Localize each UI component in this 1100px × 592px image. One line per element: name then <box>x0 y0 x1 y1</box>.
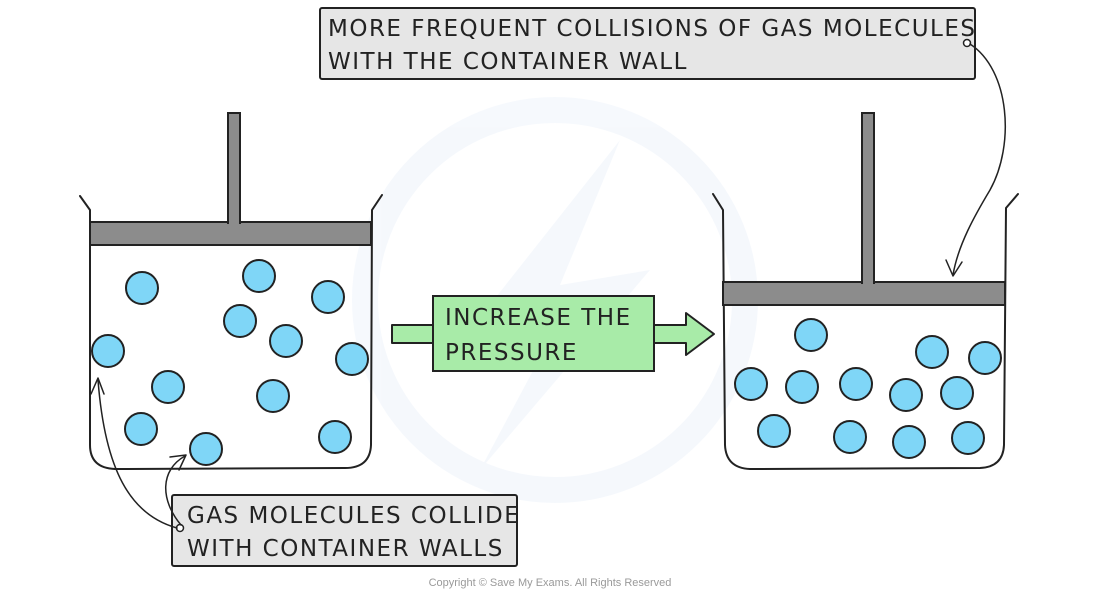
gas-molecule <box>892 425 926 459</box>
gas-molecule <box>785 370 819 404</box>
arrow-label-line1: INCREASE THE <box>445 305 632 331</box>
gas-molecule <box>242 259 276 293</box>
gas-molecule <box>335 342 369 376</box>
arrow-label-box <box>432 295 655 372</box>
gas-molecule <box>311 280 345 314</box>
gas-molecule <box>794 318 828 352</box>
gas-molecule <box>839 367 873 401</box>
right-piston <box>722 112 1006 306</box>
top-right-label-line2: WITH THE CONTAINER WALL <box>328 49 688 75</box>
right-container-outline <box>712 193 1019 470</box>
pointer-arrow <box>952 43 1006 276</box>
pointer-arrow <box>97 379 178 529</box>
left-piston <box>89 112 372 246</box>
pointer-arrow-head <box>90 377 105 395</box>
increase-pressure-arrow: INCREASE THE PRESSURE <box>391 295 715 372</box>
left-molecules <box>91 259 369 466</box>
gas-molecule <box>833 420 867 454</box>
gas-molecule <box>940 376 974 410</box>
top-right-label-box <box>319 7 976 80</box>
gas-molecule <box>124 412 158 446</box>
gas-molecule <box>223 304 257 338</box>
pointer-arrow <box>165 455 186 526</box>
gas-molecule <box>151 370 185 404</box>
arrow-label-line2: PRESSURE <box>445 340 578 366</box>
bottom-left-label: GAS MOLECULES COLLIDE WITH CONTAINER WAL… <box>90 377 520 567</box>
gas-molecule <box>91 334 125 368</box>
gas-molecule <box>125 271 159 305</box>
bottom-left-label-box <box>171 494 518 567</box>
pointer-dot <box>962 38 972 48</box>
gas-molecule <box>269 324 303 358</box>
arrow-head <box>653 312 715 356</box>
gas-molecule <box>968 341 1002 375</box>
right-container <box>712 112 1019 470</box>
gas-molecule <box>256 379 290 413</box>
top-right-label-line1: MORE FREQUENT COLLISIONS OF GAS MOLECULE… <box>328 16 976 42</box>
gas-molecule <box>318 420 352 454</box>
bottom-left-label-line2: WITH CONTAINER WALLS <box>187 536 504 562</box>
gas-molecule <box>915 335 949 369</box>
pointer-arrow-head <box>169 454 187 471</box>
gas-molecule <box>889 378 923 412</box>
pointer-arrow-head <box>945 259 963 277</box>
gas-molecule <box>734 367 768 401</box>
right-molecules <box>734 318 1002 459</box>
gas-molecule <box>757 414 791 448</box>
gas-molecule <box>951 421 985 455</box>
left-container-outline <box>79 194 383 470</box>
bottom-left-label-line1: GAS MOLECULES COLLIDE <box>187 503 520 529</box>
left-container <box>79 112 383 470</box>
copyright-notice: Copyright © Save My Exams. All Rights Re… <box>429 577 672 589</box>
top-right-label: MORE FREQUENT COLLISIONS OF GAS MOLECULE… <box>319 7 1006 277</box>
arrow-tail <box>391 324 435 344</box>
gas-molecule <box>189 432 223 466</box>
